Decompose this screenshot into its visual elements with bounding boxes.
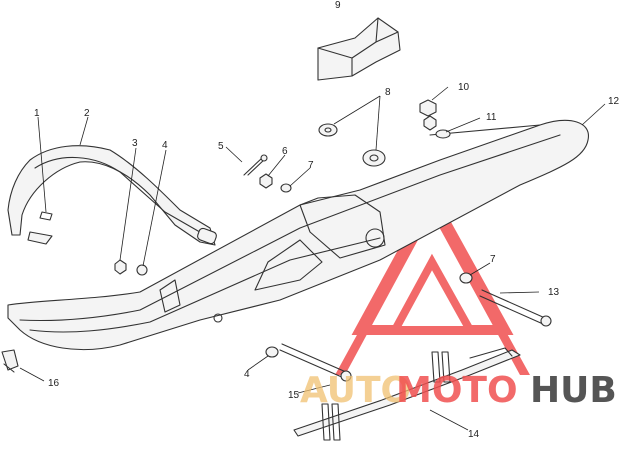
part-14-wear-bar [293,347,521,441]
leader-lines [19,86,606,431]
part-16-clip [1,349,19,373]
part-15-bolt [279,343,352,382]
callout-11: 11 [486,112,497,123]
watermark-text-hub: HUB [530,370,617,411]
part-10-nuts [419,99,437,131]
callout-4-upper: 4 [162,140,168,151]
callout-16: 16 [48,378,60,389]
callout-labels: 1 2 3 4 4 5 6 7 7 8 9 10 11 12 13 14 15 … [34,0,620,440]
part-1-bracket [27,211,53,245]
callout-9: 9 [335,0,341,11]
watermark-brand-text: AUTO MOTO HUB [300,370,617,411]
part-4-washers [136,264,279,358]
callout-12: 12 [608,96,620,107]
part-5-bolt [243,154,268,176]
callout-13: 13 [548,287,560,298]
watermark-text-auto: AUTO [300,370,411,411]
watermark-text-moto: MOTO [396,370,518,411]
callout-15: 15 [288,390,300,401]
part-6-nut [259,173,273,189]
part-13-bolt [479,289,552,327]
part-3-nut [114,259,127,275]
callout-1: 1 [34,108,40,119]
part-2-spring-arm [7,145,217,246]
callout-14: 14 [468,429,480,440]
part-7-washers [280,183,473,284]
part-12-ski-body [7,119,589,351]
callout-3: 3 [132,138,138,149]
callout-6: 6 [282,146,288,157]
part-9-foam-pad [317,17,401,81]
part-8-washers [318,123,386,167]
callout-7-upper: 7 [308,160,314,171]
callout-2: 2 [84,108,90,119]
callout-4-lower: 4 [244,369,250,380]
callout-10: 10 [458,82,470,93]
callout-8: 8 [385,87,391,98]
callout-7-lower: 7 [490,254,496,265]
callout-5: 5 [218,141,224,152]
